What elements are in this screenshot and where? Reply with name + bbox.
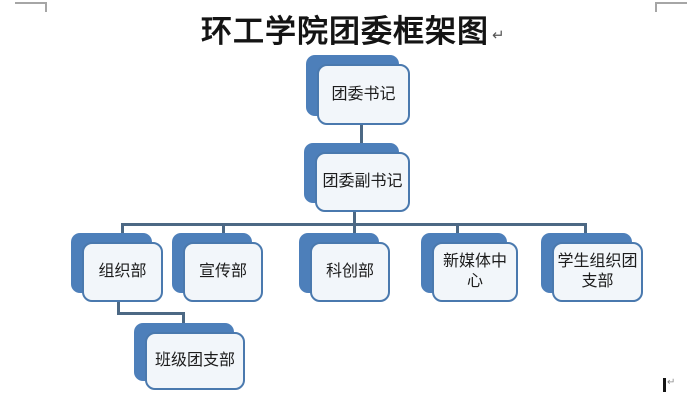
connector-elbow-into-class-branch [182, 312, 185, 326]
connector-elbow-down [117, 299, 120, 315]
org-node-organization: 组织部 [71, 233, 163, 302]
return-mark-icon: ↵ [667, 377, 676, 388]
page-title: 环工学院团委框架图↵ [201, 6, 506, 51]
connector-elbow-across [117, 312, 185, 315]
org-node-secretary: 团委书记 [306, 55, 410, 125]
org-node-deputy-secretary: 团委副书记 [304, 143, 410, 212]
org-node-student-org: 学生组织团支部 [541, 233, 643, 302]
org-node-secretary-label: 团委书记 [317, 64, 410, 125]
org-node-new-media: 新媒体中心 [421, 233, 518, 302]
org-node-new-media-label: 新媒体中心 [432, 242, 518, 302]
connector-deputy-feed [353, 211, 356, 225]
text-cursor-mark [663, 378, 666, 392]
org-node-sci-innovation-label: 科创部 [310, 242, 390, 302]
page-corner-mark-left [15, 2, 47, 12]
org-node-organization-label: 组织部 [82, 242, 163, 302]
org-node-sci-innovation: 科创部 [299, 233, 390, 302]
org-node-class-branch: 班级团支部 [134, 323, 245, 390]
paragraph-return-mark: ↵ [492, 27, 506, 44]
org-node-publicity: 宣传部 [172, 233, 263, 302]
page-title-text: 环工学院团委框架图 [201, 14, 489, 49]
org-node-student-org-label: 学生组织团支部 [552, 242, 643, 302]
page-corner-mark-right [655, 2, 687, 12]
connector-secretary-deputy [360, 124, 363, 146]
org-node-deputy-secretary-label: 团委副书记 [315, 152, 410, 212]
org-node-class-branch-label: 班级团支部 [145, 332, 245, 390]
org-node-publicity-label: 宣传部 [183, 242, 263, 302]
